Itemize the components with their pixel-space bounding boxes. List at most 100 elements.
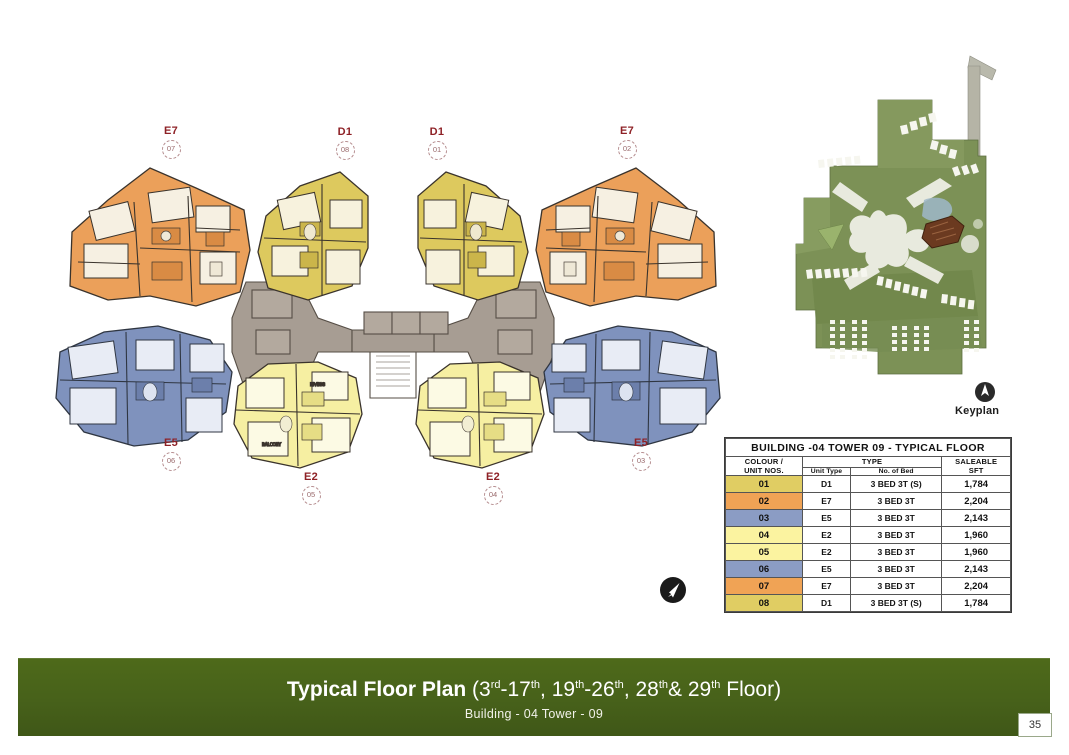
- saleable-sft-cell: 1,784: [941, 594, 1011, 612]
- saleable-sft-cell: 2,143: [941, 509, 1011, 527]
- unit-marker-type: D1: [429, 126, 445, 138]
- unit-03-E5: [543, 325, 721, 447]
- unit-04-E2: [415, 361, 545, 469]
- footer-banner: Typical Floor Plan (3rd-17th, 19th-26th,…: [18, 658, 1050, 736]
- unit-marker-type: D1: [337, 126, 353, 138]
- unit-marker-number: 04: [483, 486, 503, 505]
- unit-type-cell: E2: [801, 526, 852, 544]
- header-type: TYPE: [801, 456, 943, 468]
- header-unit-type: Unit Type: [801, 466, 852, 477]
- unit-schedule-table: BUILDING -04 TOWER 09 - TYPICAL FLOOR CO…: [724, 437, 1012, 613]
- saleable-sft-cell: 1,960: [941, 526, 1011, 544]
- unit-marker: E7 07: [148, 125, 194, 159]
- unit-type-cell: D1: [801, 475, 852, 493]
- unit-number-cell: 01: [725, 475, 803, 493]
- unit-number-cell: 04: [725, 526, 803, 544]
- unit-table-grid: BUILDING -04 TOWER 09 - TYPICAL FLOOR CO…: [725, 438, 1011, 612]
- bed-count-cell: 3 BED 3T: [850, 526, 943, 544]
- unit-marker-number: 03: [631, 452, 651, 471]
- unit-number-cell: 08: [725, 594, 803, 612]
- bed-count-cell: 3 BED 3T (S): [850, 594, 943, 612]
- unit-marker-type: E2: [303, 471, 319, 483]
- core-circulation: [231, 281, 555, 399]
- header-colour-unit: COLOUR / UNIT NOS.: [725, 456, 803, 476]
- unit-type-cell: D1: [801, 594, 852, 612]
- saleable-sft-cell: 2,143: [941, 560, 1011, 578]
- unit-number-cell: 02: [725, 492, 803, 510]
- north-arrow-icon: [658, 575, 688, 605]
- bed-count-cell: 3 BED 3T: [850, 560, 943, 578]
- bed-count-cell: 3 BED 3T: [850, 509, 943, 527]
- unit-marker: D1 08: [322, 126, 368, 160]
- unit-type-cell: E5: [801, 509, 852, 527]
- unit-marker: E5 06: [148, 437, 194, 471]
- keyplan-site-map: [782, 48, 1010, 423]
- saleable-sft-cell: 2,204: [941, 577, 1011, 595]
- banner-title: Typical Floor Plan (3rd-17th, 19th-26th,…: [287, 673, 781, 702]
- floor-plan-drawing: LIVING BALCONY: [55, 125, 721, 505]
- unit-type-cell: E7: [801, 492, 852, 510]
- unit-marker-type: E5: [163, 437, 179, 449]
- bed-count-cell: 3 BED 3T: [850, 543, 943, 561]
- keyplan-highlighted-building: [921, 215, 965, 249]
- unit-marker: E2 04: [470, 471, 516, 505]
- unit-marker-type: E7: [163, 125, 179, 137]
- svg-text:LIVING: LIVING: [310, 382, 326, 388]
- header-saleable: SALEABLE SFT: [941, 456, 1011, 476]
- unit-type-cell: E7: [801, 577, 852, 595]
- unit-marker-number: 01: [427, 141, 447, 160]
- unit-marker-number: 07: [161, 140, 181, 159]
- unit-type-cell: E2: [801, 543, 852, 561]
- bed-count-cell: 3 BED 3T (S): [850, 475, 943, 493]
- banner-title-bold: Typical Floor Plan: [286, 678, 467, 701]
- saleable-sft-cell: 2,204: [941, 492, 1011, 510]
- svg-text:BALCONY: BALCONY: [262, 442, 282, 447]
- unit-marker-number: 06: [161, 452, 181, 471]
- unit-marker-type: E2: [485, 471, 501, 483]
- header-saleable-line1: SALEABLE: [955, 457, 998, 466]
- unit-number-cell: 06: [725, 560, 803, 578]
- keyplan-label: Keyplan: [955, 405, 1000, 417]
- unit-07-E7: [69, 167, 251, 307]
- header-saleable-line2: SFT: [968, 466, 984, 475]
- unit-marker: E2 05: [288, 471, 334, 505]
- unit-number-cell: 07: [725, 577, 803, 595]
- unit-table-title: BUILDING -04 TOWER 09 - TYPICAL FLOOR: [725, 438, 1011, 457]
- unit-05-E2: LIVING BALCONY: [233, 361, 363, 469]
- saleable-sft-cell: 1,784: [941, 475, 1011, 493]
- unit-06-E5: [55, 325, 233, 447]
- unit-type-cell: E5: [801, 560, 852, 578]
- bed-count-cell: 3 BED 3T: [850, 577, 943, 595]
- unit-number-cell: 05: [725, 543, 803, 561]
- unit-marker: D1 01: [414, 126, 460, 160]
- saleable-sft-cell: 1,960: [941, 543, 1011, 561]
- keyplan-north-arrow-icon: [974, 381, 996, 403]
- unit-marker-number: 02: [617, 140, 637, 159]
- banner-title-rest: (3rd-17th, 19th-26th, 28th& 29th Floor): [466, 678, 782, 701]
- header-no-of-bed: No. of Bed: [850, 466, 943, 477]
- page-number: 35: [1018, 713, 1052, 737]
- header-colour-unit-line1: COLOUR /: [744, 457, 784, 466]
- unit-number-cell: 03: [725, 509, 803, 527]
- unit-marker-number: 08: [335, 141, 355, 160]
- unit-01-D1: [417, 171, 529, 301]
- header-colour-unit-line2: UNIT NOS.: [744, 466, 784, 475]
- banner-subtitle: Building - 04 Tower - 09: [464, 707, 604, 721]
- bed-count-cell: 3 BED 3T: [850, 492, 943, 510]
- floor-plan-svg: LIVING BALCONY: [55, 167, 721, 469]
- unit-marker-type: E7: [619, 125, 635, 137]
- unit-marker-type: E5: [633, 437, 649, 449]
- unit-02-E7: [535, 167, 717, 307]
- unit-08-D1: [257, 171, 369, 301]
- unit-marker: E5 03: [618, 437, 664, 471]
- unit-marker: E7 02: [604, 125, 650, 159]
